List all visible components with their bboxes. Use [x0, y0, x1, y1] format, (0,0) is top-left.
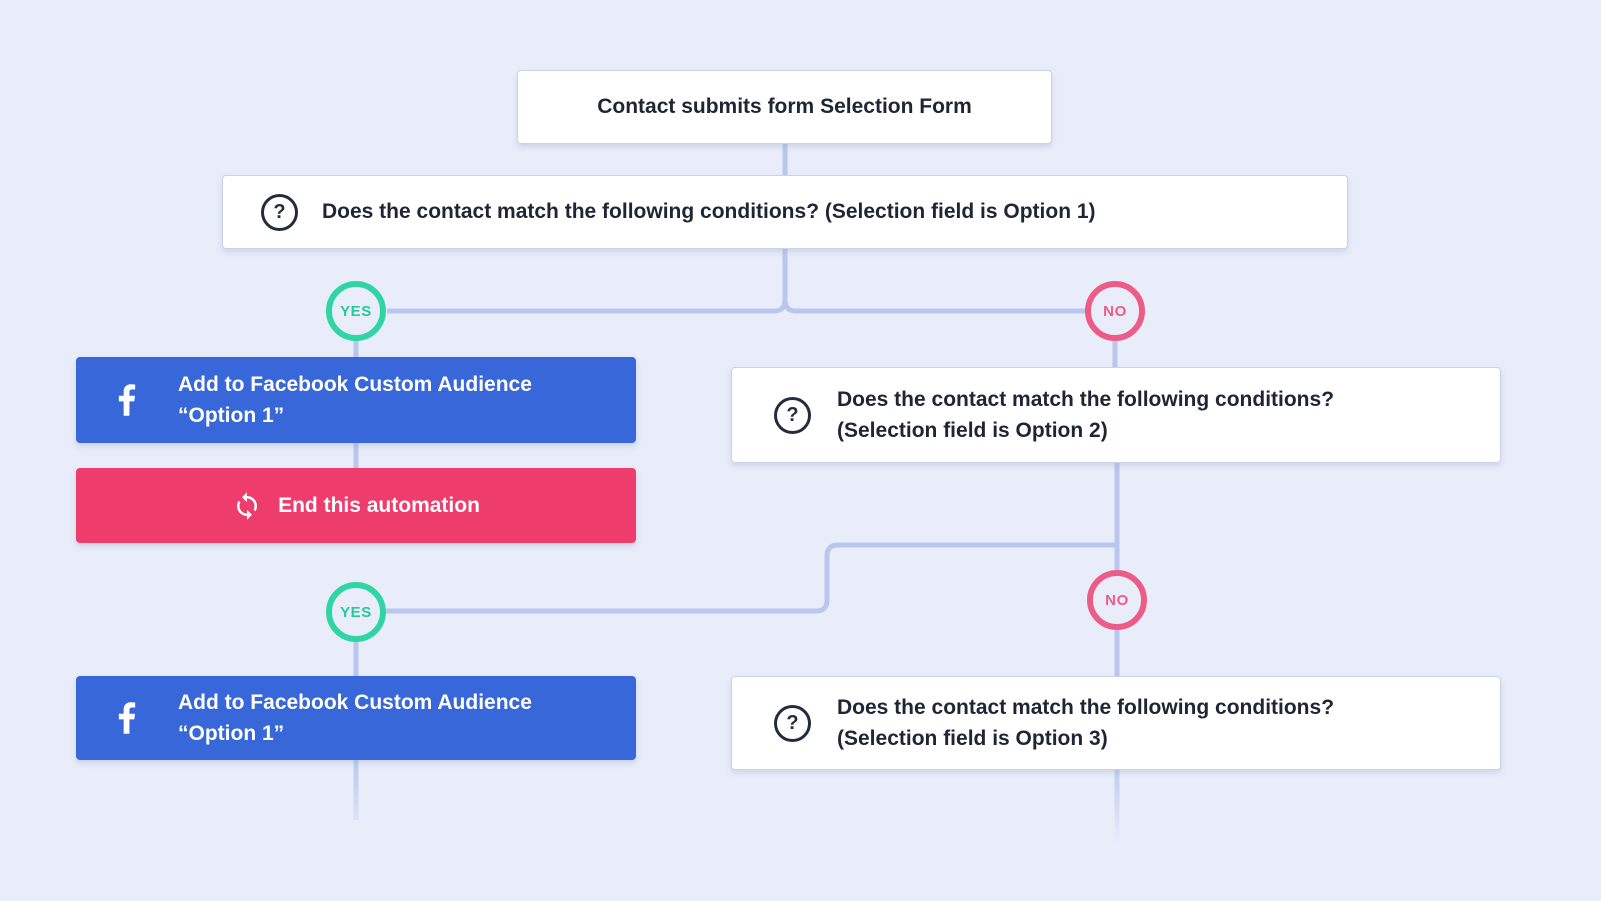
- branch2-yes-badge: YES: [326, 582, 386, 642]
- question-icon: ?: [774, 396, 811, 434]
- facebook-action1-label: Add to Facebook Custom Audience “Option …: [178, 369, 532, 432]
- trigger-node[interactable]: Contact submits form Selection Form: [517, 70, 1052, 144]
- branch1-no-label: NO: [1103, 302, 1127, 320]
- trigger-label: Contact submits form Selection Form: [597, 95, 972, 118]
- branch1-no-badge: NO: [1085, 281, 1145, 341]
- facebook-action2-label: Add to Facebook Custom Audience “Option …: [178, 687, 532, 750]
- facebook-action2-node[interactable]: Add to Facebook Custom Audience “Option …: [76, 676, 636, 760]
- facebook-action2-line2: “Option 1”: [178, 722, 285, 745]
- facebook-action1-line1: Add to Facebook Custom Audience: [178, 372, 532, 396]
- branch2-yes-label: YES: [340, 603, 372, 621]
- facebook-f-icon: [76, 379, 178, 421]
- condition3-label: Does the contact match the following con…: [837, 692, 1334, 755]
- condition1-node[interactable]: ? Does the contact match the following c…: [222, 175, 1348, 249]
- facebook-action1-node[interactable]: Add to Facebook Custom Audience “Option …: [76, 357, 636, 443]
- condition3-line2: (Selection field is Option 3): [837, 727, 1108, 750]
- branch2-no-label: NO: [1105, 591, 1129, 609]
- question-icon: ?: [774, 704, 811, 742]
- facebook-f-icon: [76, 697, 178, 739]
- end-automation-label: End this automation: [278, 493, 480, 517]
- branch1-yes-label: YES: [340, 302, 372, 320]
- wire-condition1-branch: [387, 249, 1115, 314]
- branch1-yes-badge: YES: [326, 281, 386, 341]
- condition3-line1: Does the contact match the following con…: [837, 695, 1335, 719]
- question-icon: ?: [261, 193, 298, 231]
- condition2-line2: (Selection field is Option 2): [837, 419, 1108, 442]
- condition2-node[interactable]: ? Does the contact match the following c…: [731, 367, 1501, 463]
- condition2-label: Does the contact match the following con…: [837, 384, 1334, 447]
- facebook-action2-line1: Add to Facebook Custom Audience: [178, 690, 532, 714]
- facebook-action1-line2: “Option 1”: [178, 404, 285, 427]
- branch2-no-badge: NO: [1087, 570, 1147, 630]
- condition3-node[interactable]: ? Does the contact match the following c…: [731, 676, 1501, 770]
- end-automation-node[interactable]: End this automation: [76, 468, 636, 543]
- sync-arrows-icon: [232, 491, 262, 521]
- wire-condition2-yes-branch: [356, 542, 1117, 614]
- condition2-line1: Does the contact match the following con…: [837, 387, 1335, 411]
- condition1-label: Does the contact match the following con…: [322, 200, 1096, 223]
